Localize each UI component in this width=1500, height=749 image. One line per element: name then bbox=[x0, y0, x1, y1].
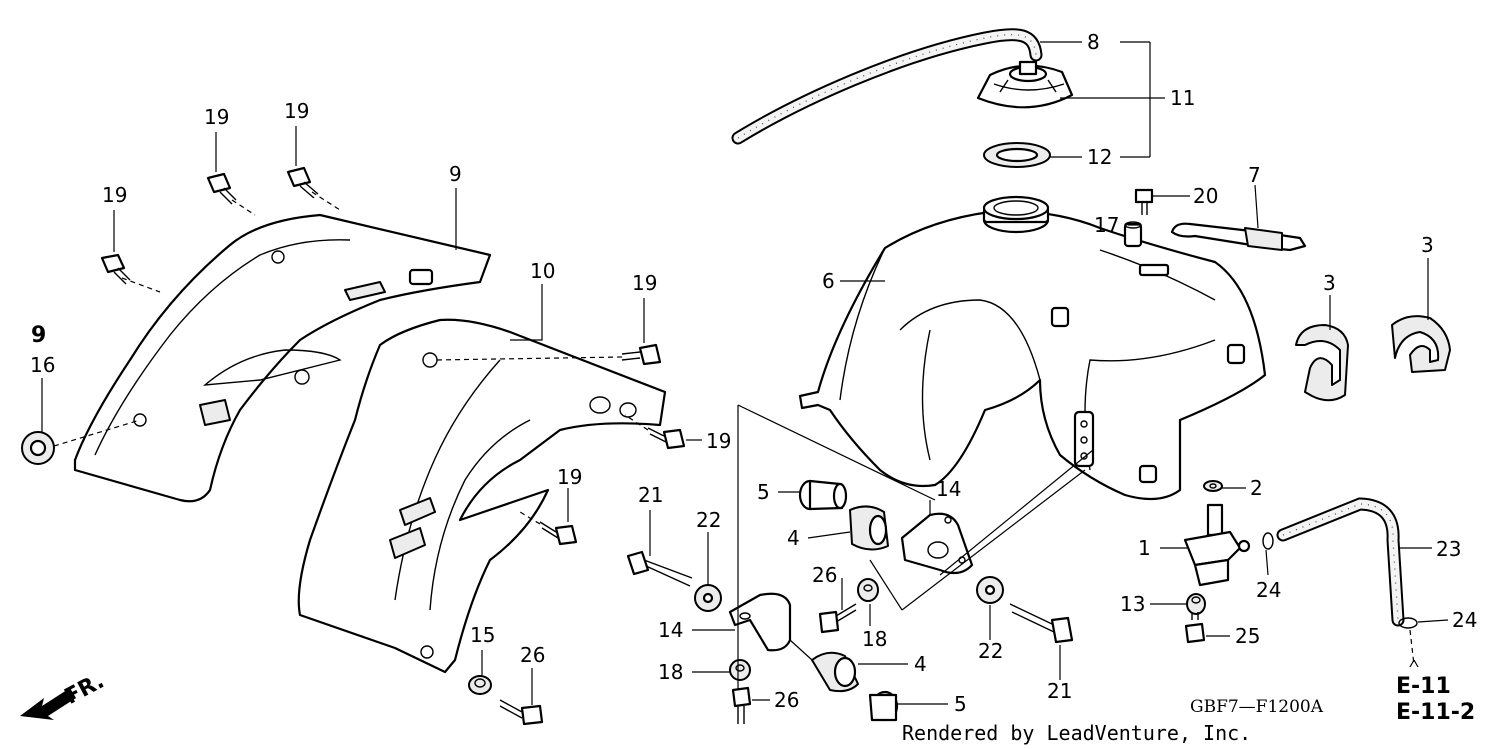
breather-hose[interactable] bbox=[731, 28, 1043, 145]
callout-22b: 22 bbox=[978, 639, 1003, 663]
tank-band[interactable] bbox=[1170, 222, 1307, 252]
collar[interactable] bbox=[1123, 221, 1143, 248]
collar-18a[interactable] bbox=[857, 578, 879, 602]
washer-2[interactable] bbox=[1203, 480, 1223, 492]
callout-3b: 3 bbox=[1421, 233, 1434, 257]
callout-20: 20 bbox=[1193, 184, 1218, 208]
callout-12: 12 bbox=[1087, 145, 1112, 169]
collar-18b[interactable] bbox=[729, 659, 751, 681]
drain-bolt-25[interactable] bbox=[1184, 612, 1206, 644]
callout-19c: 19 bbox=[102, 183, 127, 207]
callout-14b: 14 bbox=[658, 618, 683, 642]
bolt-19e[interactable] bbox=[647, 427, 686, 450]
callout-19b: 19 bbox=[284, 99, 309, 123]
callout-14a: 14 bbox=[936, 477, 961, 501]
callout-18a: 18 bbox=[862, 627, 887, 651]
callout-19f: 19 bbox=[557, 465, 582, 489]
rubber-cushion-left[interactable] bbox=[1295, 324, 1349, 402]
callout-21a: 21 bbox=[638, 483, 663, 507]
leader-lines bbox=[41, 41, 1449, 705]
callout-6: 6 bbox=[822, 269, 835, 293]
callout-9a: 9 bbox=[449, 162, 462, 186]
callout-1: 1 bbox=[1138, 536, 1151, 560]
bolt-19f[interactable] bbox=[539, 521, 578, 546]
callout-4a: 4 bbox=[787, 526, 800, 550]
fuel-valve[interactable] bbox=[1183, 503, 1251, 587]
callout-19a: 19 bbox=[204, 105, 229, 129]
bolt-26a[interactable] bbox=[818, 603, 857, 634]
sediment-cup-13[interactable] bbox=[1186, 593, 1206, 615]
bolt-26b[interactable] bbox=[731, 686, 752, 724]
callout-2: 2 bbox=[1250, 476, 1263, 500]
callout-18b: 18 bbox=[658, 660, 683, 684]
callout-24b: 24 bbox=[1452, 608, 1477, 632]
callout-8: 8 bbox=[1087, 30, 1100, 54]
callout-25: 25 bbox=[1235, 624, 1260, 648]
cap-gasket[interactable] bbox=[983, 142, 1051, 168]
front-arrow-icon bbox=[20, 688, 76, 720]
left-shroud[interactable] bbox=[73, 213, 492, 503]
credit-text: Rendered by LeadVenture, Inc. bbox=[902, 721, 1251, 745]
callout-labels: 8 11 12 20 7 17 6 3 3 19 19 19 9 9 16 10… bbox=[30, 30, 1477, 716]
callout-26b: 26 bbox=[774, 688, 799, 712]
bolt-19b[interactable] bbox=[206, 172, 237, 205]
rubber-mount-4b[interactable] bbox=[811, 651, 859, 693]
callout-7: 7 bbox=[1248, 163, 1261, 187]
bolt-19d[interactable] bbox=[621, 343, 662, 366]
clip-24a[interactable] bbox=[1262, 532, 1274, 550]
collar-5b[interactable] bbox=[868, 690, 899, 722]
callout-5a: 5 bbox=[757, 480, 770, 504]
callout-19d: 19 bbox=[632, 271, 657, 295]
clip-24b[interactable] bbox=[1398, 617, 1418, 629]
callout-22a: 22 bbox=[696, 508, 721, 532]
callout-11: 11 bbox=[1170, 86, 1195, 110]
bolt-19a[interactable] bbox=[100, 253, 131, 285]
section-ref-e11[interactable]: E-11 bbox=[1396, 674, 1451, 699]
callout-5b: 5 bbox=[954, 692, 967, 716]
callout-17: 17 bbox=[1094, 213, 1119, 237]
rubber-cushion-right[interactable] bbox=[1391, 315, 1451, 373]
fuel-cap[interactable] bbox=[976, 60, 1074, 109]
bracket-14b[interactable] bbox=[728, 592, 792, 652]
bolt-21b[interactable] bbox=[1009, 603, 1074, 644]
bolt-19c[interactable] bbox=[286, 166, 319, 199]
callout-4b: 4 bbox=[914, 652, 927, 676]
fuel-tank[interactable] bbox=[798, 195, 1267, 501]
callout-23: 23 bbox=[1436, 537, 1461, 561]
grommet[interactable] bbox=[21, 431, 55, 465]
washer-22b[interactable] bbox=[976, 576, 1004, 604]
callout-24a: 24 bbox=[1256, 578, 1281, 602]
screw-20[interactable] bbox=[1134, 188, 1154, 215]
fuel-hose[interactable] bbox=[1276, 497, 1405, 627]
callout-13: 13 bbox=[1120, 592, 1145, 616]
callout-19e: 19 bbox=[706, 429, 731, 453]
bolt-21a[interactable] bbox=[626, 550, 693, 587]
callout-21b: 21 bbox=[1047, 679, 1072, 703]
rubber-mount-4a[interactable] bbox=[849, 505, 889, 551]
callout-16: 16 bbox=[30, 353, 55, 377]
front-label: FR. bbox=[61, 669, 109, 710]
collar-15[interactable] bbox=[468, 675, 492, 695]
callout-3a: 3 bbox=[1323, 271, 1336, 295]
radiator-shroud[interactable] bbox=[297, 318, 667, 674]
section-ref-e11-2[interactable]: E-11-2 bbox=[1396, 700, 1475, 725]
callout-15: 15 bbox=[470, 623, 495, 647]
callout-26a: 26 bbox=[812, 563, 837, 587]
callout-10: 10 bbox=[530, 259, 555, 283]
washer-22a[interactable] bbox=[694, 584, 722, 612]
bolt-26c[interactable] bbox=[499, 699, 544, 726]
callout-26c: 26 bbox=[520, 643, 545, 667]
collar-5a[interactable] bbox=[798, 479, 848, 511]
callout-9b: 9 bbox=[31, 323, 46, 348]
diagram-code: GBF7—F1200A bbox=[1190, 697, 1324, 717]
